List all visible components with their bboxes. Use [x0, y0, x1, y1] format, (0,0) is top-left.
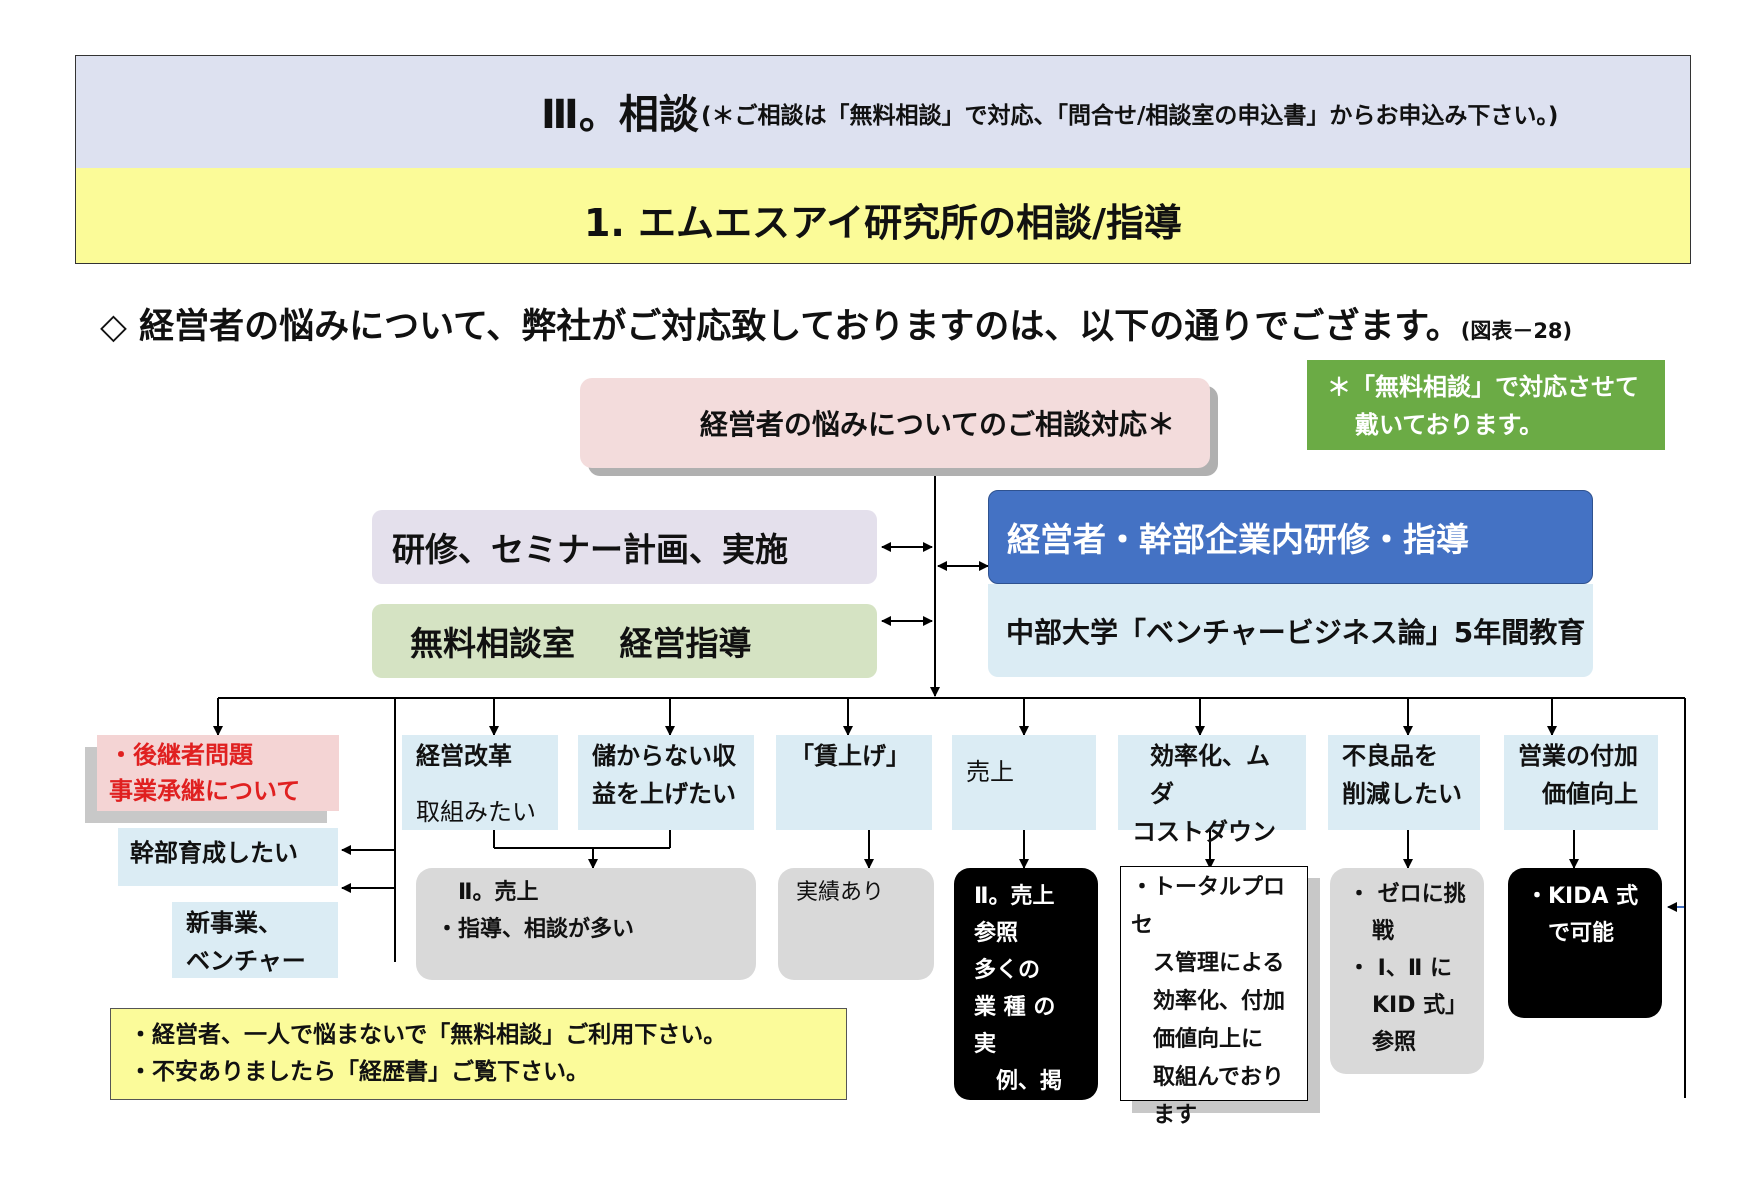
- result-line: 参照: [1372, 1030, 1417, 1055]
- result-line: ・トータルプロセ: [1131, 875, 1286, 938]
- result-line: 参照: [974, 921, 1019, 946]
- zero-defect-box: ・ ゼロに挑 戦 ・ Ⅰ、Ⅱ に KID 式」 参照: [1330, 868, 1484, 1074]
- category-box: 効率化、ムダ コストダウン: [1118, 735, 1306, 846]
- free-consult-room-box: 無料相談室 経営指導: [372, 604, 877, 678]
- header-band: Ⅲ。相談 (＊ご相談は「無料相談」で対応、「問合せ/相談室の申込書」からお申込み…: [75, 55, 1691, 169]
- succession-box: ・後継者問題 事業承継について: [97, 735, 339, 811]
- result-line: KID 式」: [1372, 993, 1468, 1018]
- figure-ref: (図表－28): [1460, 319, 1573, 343]
- sales-result-box: Ⅱ。売上 ・指導、相談が多い: [416, 868, 756, 980]
- chubu-university-box: 中部大学「ベンチャービジネス論」5年間教育: [988, 584, 1593, 677]
- note-line: 戴いております。: [1355, 411, 1544, 439]
- result-line: ・KIDA 式: [1526, 884, 1639, 909]
- category-line: 儲からない収: [592, 742, 736, 770]
- category-box: 営業の付加 価値向上: [1504, 735, 1658, 830]
- track-record-box: 実績あり: [778, 868, 934, 980]
- category-line: コストダウン: [1132, 818, 1276, 846]
- result-line: 取組んでおり: [1153, 1065, 1284, 1090]
- bottom-note: ・経営者、一人で悩まないで「無料相談」ご利用下さい。 ・不安ありましたら「経歴書…: [110, 1008, 847, 1100]
- result-line: Ⅱ。売上: [974, 884, 1055, 909]
- category-line: 不良品を: [1342, 742, 1438, 770]
- succession-line: 事業承継について: [109, 777, 301, 805]
- category-box: 不良品を 削減したい: [1328, 735, 1480, 830]
- result-line: 業 種 の 実: [974, 995, 1056, 1057]
- intro-line: ◇ 経営者の悩みについて、弊社がご対応致しておりますのは、以下の通りでござます。…: [100, 298, 1572, 349]
- result-line: 価値向上に: [1153, 1027, 1264, 1052]
- category-box: 「賃上げ」: [776, 735, 932, 830]
- note-line: ＊「無料相談」で対応させて: [1327, 373, 1639, 401]
- header-title: Ⅲ。相談: [541, 92, 699, 138]
- category-line: 効率化、ムダ: [1150, 742, 1270, 808]
- category-line: 取組みたい: [416, 798, 536, 826]
- category-line: 経営改革: [416, 742, 512, 770]
- result-line: ス管理による: [1153, 951, 1285, 976]
- section-title: 1. エムエスアイ研究所の相談/指導: [583, 201, 1183, 245]
- seminar-box: 研修、セミナー計画、実施: [372, 510, 877, 584]
- header-subtitle: (＊ご相談は「無料相談」で対応、「問合せ/相談室の申込書」からお申込み下さい。): [701, 103, 1559, 129]
- category-line: 益を上げたい: [592, 780, 736, 808]
- result-line: 戦: [1372, 919, 1395, 944]
- new-business-box: 新事業、 ベンチャー: [172, 902, 338, 978]
- new-business-line: 新事業、: [186, 909, 282, 937]
- result-line: ・指導、相談が多い: [436, 917, 635, 942]
- result-line: で可能: [1548, 921, 1615, 946]
- succession-line: ・後継者問題: [109, 741, 253, 769]
- category-line: 価値向上: [1542, 780, 1638, 808]
- new-business-line: ベンチャー: [186, 947, 306, 975]
- manager-training-box: 幹部育成したい: [118, 828, 338, 886]
- result-line: ます: [1153, 1103, 1198, 1128]
- top-consultation-box: 経営者の悩みについてのご相談対応＊: [580, 378, 1210, 468]
- category-line: 削減したい: [1342, 780, 1462, 808]
- category-box: 経営改革 取組みたい: [402, 735, 558, 830]
- total-process-box: ・トータルプロセ ス管理による 効率化、付加 価値向上に 取組んでおり ます: [1120, 866, 1308, 1128]
- result-line: 多くの: [974, 958, 1041, 983]
- result-line: Ⅱ。売上: [458, 880, 539, 905]
- category-box: 儲からない収 益を上げたい: [578, 735, 754, 830]
- category-box: 売上: [952, 735, 1096, 830]
- result-line: 例、掲載: [996, 1069, 1063, 1131]
- result-line: ・ ゼロに挑: [1348, 882, 1466, 907]
- note-line: ・経営者、一人で悩まないで「無料相談」ご利用下さい。: [129, 1022, 727, 1048]
- category-line: 営業の付加: [1518, 742, 1638, 770]
- executive-training-box: 経営者・幹部企業内研修・指導: [988, 490, 1593, 584]
- section-band: 1. エムエスアイ研究所の相談/指導: [75, 168, 1691, 264]
- kida-box: ・KIDA 式 で可能: [1508, 868, 1662, 1018]
- sales-reference-box: Ⅱ。売上 参照 多くの 業 種 の 実 例、掲載: [954, 868, 1098, 1131]
- result-line: ・ Ⅰ、Ⅱ に: [1348, 956, 1452, 981]
- intro-text: ◇ 経営者の悩みについて、弊社がご対応致しておりますのは、以下の通りでござます。: [100, 307, 1461, 347]
- result-line: 効率化、付加: [1153, 989, 1286, 1014]
- note-line: ・不安ありましたら「経歴書」ご覧下さい。: [129, 1059, 589, 1085]
- free-consult-note: ＊「無料相談」で対応させて 戴いております。: [1307, 360, 1665, 450]
